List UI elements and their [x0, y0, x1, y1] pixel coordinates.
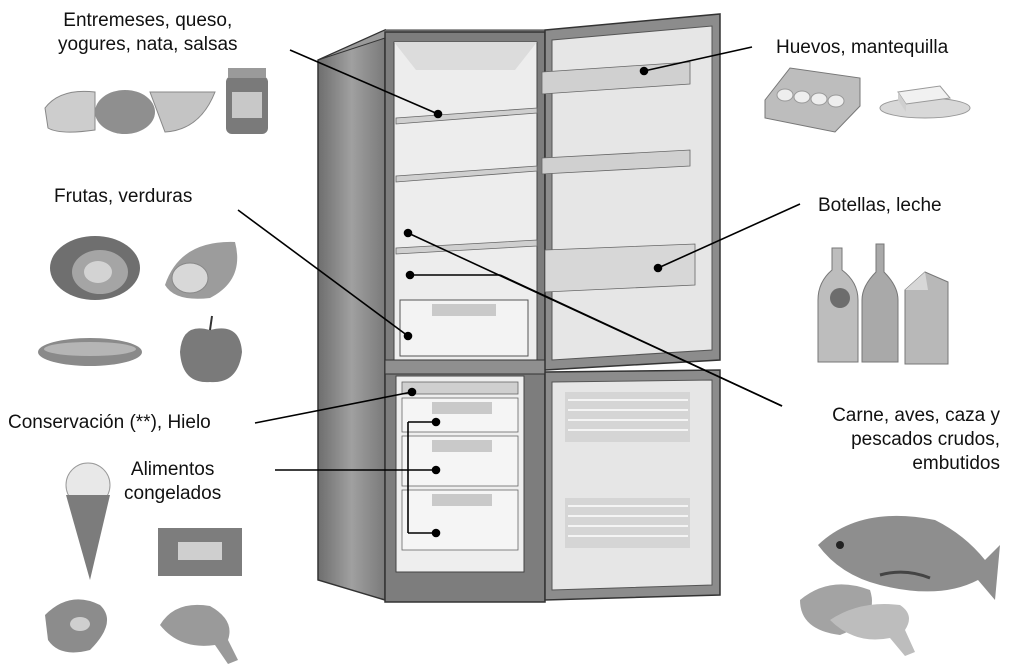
jar-icon [226, 68, 268, 134]
label-conservation: Conservación (**), Hielo [8, 412, 211, 433]
egg-carton-icon [764, 67, 861, 133]
fridge [317, 13, 721, 603]
label-dairy-line-2: yogures, nata, salsas [58, 34, 238, 55]
frozen-bag-icon [158, 528, 242, 576]
poultry-icon [160, 604, 238, 664]
shelf-top [395, 107, 538, 125]
label-frozen-line-2: congelados [124, 483, 222, 504]
lettuce-icon [50, 236, 140, 300]
butter-icon [879, 85, 971, 119]
door-shelf-bottles [544, 243, 696, 293]
shelf-middle [395, 165, 538, 183]
poultry-icon-2 [830, 604, 915, 656]
label-dairy: Entremeses, queso, yogures, nata, salsas [58, 9, 238, 57]
ice-tray [401, 381, 519, 395]
label-meat-line-3: embutidos [912, 453, 1000, 474]
label-meat-line-1: Carne, aves, caza y [832, 405, 1000, 426]
fish-icon [818, 515, 1000, 600]
label-dairy-line-1: Entremeses, queso, [63, 10, 233, 31]
door-shelf-middle [541, 149, 691, 175]
label-bottles: Botellas, leche [818, 195, 942, 216]
label-frozen-line-1: Alimentos [130, 459, 215, 480]
cheese-icon [44, 90, 216, 134]
door-shelf-eggs [541, 61, 691, 95]
shelf-lower [395, 239, 538, 255]
crayfish-icon [879, 570, 931, 580]
label-eggs: Huevos, mantequilla [776, 37, 949, 58]
melon-icon [165, 241, 238, 299]
cucumber-icon [38, 338, 142, 366]
bottle-icon [817, 243, 899, 363]
label-meat: Carne, aves, caza y pescados crudos, emb… [832, 404, 1000, 476]
label-frozen: Alimentos congelados [124, 458, 221, 506]
callout-lines [237, 46, 801, 538]
ice-cream-icon [65, 462, 111, 580]
steak-icon [45, 599, 108, 653]
label-fruit: Frutas, verduras [54, 186, 193, 207]
apple-icon [180, 315, 242, 383]
label-meat-line-2: pescados crudos, [851, 429, 1000, 450]
milk-carton-icon [904, 271, 949, 365]
